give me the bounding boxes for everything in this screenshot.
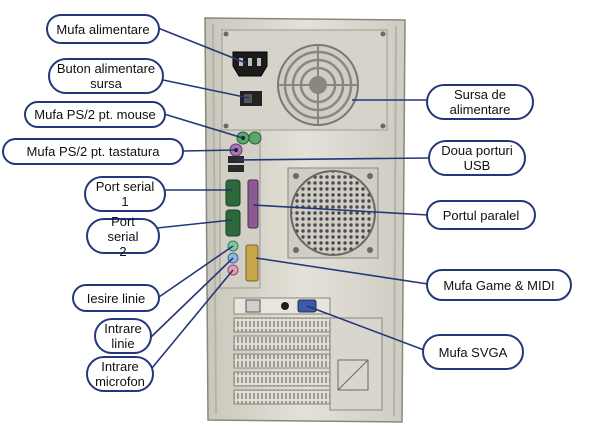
leader-line-game-midi (255, 257, 429, 285)
label-port-serial-2: Port serial 2 (86, 214, 160, 259)
leader-line-ps2-mouse (163, 113, 244, 139)
label-mufa-alimentare: Mufa alimentare (46, 14, 160, 44)
label-sursa: Sursa de alimentare (426, 84, 534, 120)
label-portul-paralel: Portul paralel (426, 200, 536, 230)
label-port-serial-1: Port serial 1 (84, 176, 166, 212)
label-usb: Doua porturi USB (428, 140, 526, 176)
label-game-midi: Mufa Game & MIDI (426, 269, 572, 301)
expansion-slot-icon (233, 297, 383, 411)
case-fan-grille-icon (287, 167, 379, 259)
leader-line-paralel (252, 204, 429, 216)
rocker-switch-icon (240, 91, 262, 106)
power-socket-icon (232, 51, 268, 77)
label-buton-alimentare: Buton alimentare sursa (48, 58, 164, 94)
label-ps2-tastatura: Mufa PS/2 pt. tastatura (2, 138, 184, 165)
db25-parallel-icon (247, 179, 259, 229)
usb-port-icon (228, 156, 244, 172)
leader-line-buton (162, 79, 250, 99)
label-intrare-microfon: Intrare microfon (86, 356, 154, 392)
leader-line-serial-2 (156, 219, 233, 229)
leader-line-mufa-alimentare (157, 27, 247, 64)
leader-line-ps2-tastatura (182, 149, 237, 152)
label-svga: Mufa SVGA (422, 334, 524, 370)
leader-line-iesire (158, 245, 234, 298)
game-midi-port-icon (245, 244, 259, 282)
psu-fan-grille-icon (277, 44, 359, 126)
leader-lines (149, 27, 429, 369)
leader-line-intrare-linie (149, 257, 234, 339)
label-ps2-mouse: Mufa PS/2 pt. mouse (24, 101, 166, 128)
leader-line-usb (236, 157, 429, 161)
label-intrare-linie: Intrare linie (94, 318, 152, 354)
db9-serial-icon (225, 179, 241, 237)
label-iesire-linie: Iesire linie (72, 284, 160, 312)
leader-line-svga (306, 305, 425, 351)
leader-line-microfon (151, 269, 234, 369)
